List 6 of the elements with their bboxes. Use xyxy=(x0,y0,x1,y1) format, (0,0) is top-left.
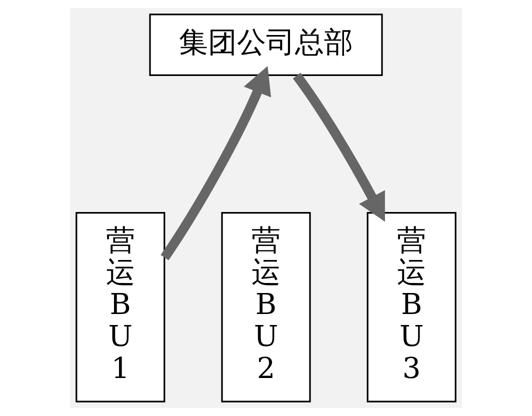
arrow xyxy=(292,72,385,222)
arrow xyxy=(160,66,272,260)
node-box: 营运BU1 xyxy=(76,212,166,402)
node-box: 营运BU2 xyxy=(221,212,311,402)
node-box: 集团公司总部 xyxy=(149,14,383,76)
node-box: 营运BU3 xyxy=(366,212,456,402)
